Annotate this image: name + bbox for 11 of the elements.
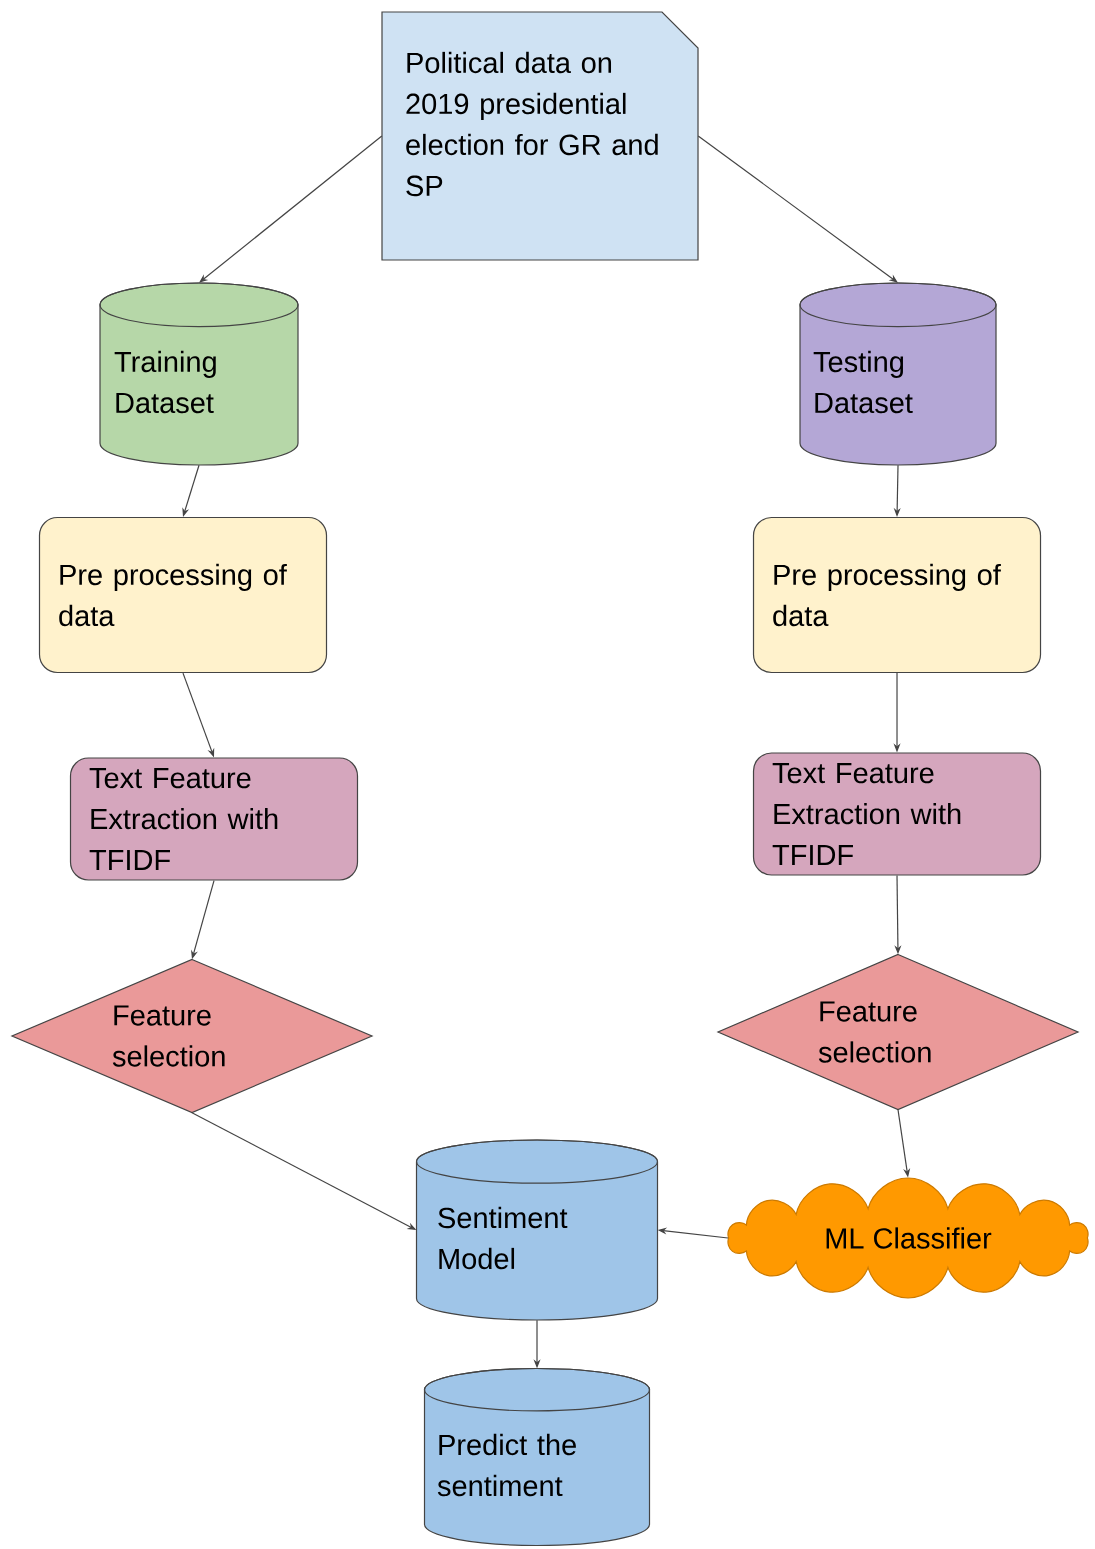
database-cylinder: Training Dataset [99, 282, 299, 466]
document-box: Political data on 2019 presidential election for GR and SP [381, 11, 699, 261]
database-cylinder: Testing Dataset [799, 282, 997, 466]
arrow [697, 135, 898, 283]
process-box: Text Feature Extraction with TFIDF [69, 757, 359, 881]
process-box: Pre processing of data [752, 516, 1042, 674]
arrow [199, 135, 383, 283]
database-cylinder: Sentiment Model [415, 1139, 659, 1321]
database-cylinder: Predict the sentiment [423, 1367, 651, 1547]
process-box: Pre processing of data [38, 516, 328, 674]
process-box: Text Feature Extraction with TFIDF [752, 752, 1042, 876]
